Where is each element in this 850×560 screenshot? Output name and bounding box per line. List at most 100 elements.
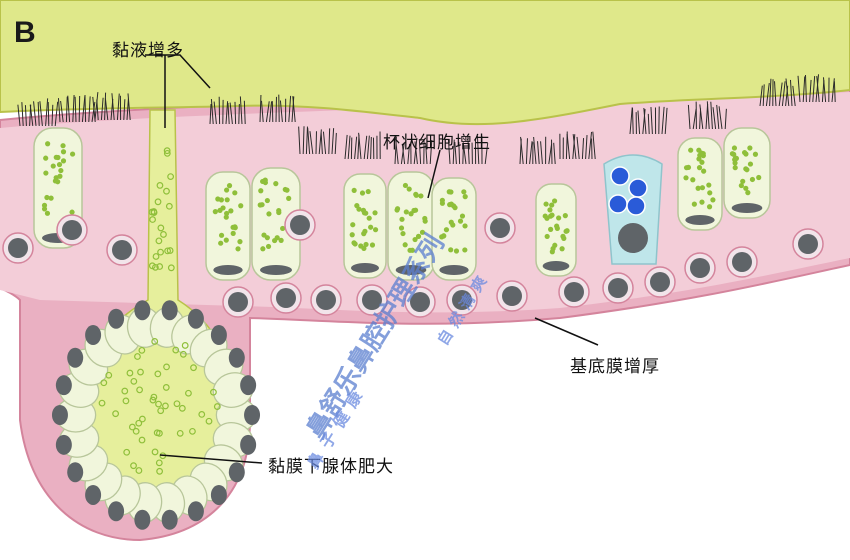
cilium bbox=[812, 76, 816, 103]
duct-granules bbox=[98, 147, 221, 475]
cilium bbox=[363, 135, 368, 160]
gland-cells bbox=[51, 300, 261, 530]
label-basement-thickening: 基底膜增厚 bbox=[570, 357, 660, 377]
duct-granule bbox=[149, 396, 157, 404]
duct-granule bbox=[156, 263, 164, 270]
gland-nucleus bbox=[161, 509, 178, 530]
cilium bbox=[712, 107, 717, 130]
mucin-granule bbox=[394, 207, 400, 213]
cilium bbox=[778, 82, 783, 107]
mucin-granule bbox=[361, 245, 367, 251]
mucin-granule bbox=[462, 247, 468, 253]
mucin-granule bbox=[258, 188, 264, 194]
mucin-granule bbox=[232, 190, 238, 196]
cilium bbox=[366, 135, 370, 160]
cilium bbox=[815, 74, 820, 103]
cilium bbox=[647, 113, 650, 135]
cilium bbox=[37, 101, 40, 127]
mucin-granule bbox=[556, 215, 562, 221]
cilium bbox=[572, 134, 577, 160]
cilium bbox=[809, 79, 812, 103]
mucin-granule bbox=[459, 213, 466, 219]
cell-nucleus bbox=[502, 286, 522, 306]
cilium bbox=[822, 77, 827, 103]
cilium bbox=[322, 131, 327, 155]
mucin-granule bbox=[457, 218, 464, 224]
duct-granule bbox=[152, 253, 160, 260]
cilium bbox=[724, 108, 727, 130]
mucin-granule bbox=[60, 149, 67, 155]
duct-granule bbox=[164, 247, 172, 255]
cilium bbox=[288, 95, 292, 123]
cilium bbox=[533, 136, 537, 165]
duct-granule bbox=[138, 436, 146, 444]
gland-nucleus bbox=[228, 347, 245, 368]
mucin-granule bbox=[286, 195, 292, 201]
mucin-granule bbox=[542, 213, 548, 219]
mucin-granule bbox=[422, 215, 428, 222]
cilium bbox=[520, 136, 524, 165]
duct-granule bbox=[157, 407, 165, 415]
mucin-granule bbox=[413, 192, 419, 198]
gland-nucleus bbox=[244, 405, 261, 425]
cell-nucleus bbox=[685, 215, 715, 225]
duct-granule bbox=[156, 182, 164, 189]
cilium bbox=[81, 96, 86, 123]
goblet-cell bbox=[343, 173, 387, 279]
mucin-granule bbox=[402, 182, 409, 189]
cell-nucleus bbox=[410, 292, 430, 312]
duct-granule bbox=[105, 371, 113, 379]
gland-nucleus bbox=[187, 501, 204, 522]
cell-nucleus bbox=[732, 252, 752, 272]
cilium bbox=[401, 143, 406, 165]
mucin-granule bbox=[562, 213, 568, 219]
duct-granule bbox=[198, 411, 206, 418]
cilium bbox=[21, 102, 24, 127]
duct-granule bbox=[155, 237, 163, 245]
mucin-granule bbox=[407, 247, 413, 253]
cilium bbox=[302, 126, 305, 155]
cilium bbox=[47, 101, 50, 127]
cell-nucleus bbox=[798, 234, 818, 254]
gland-nucleus bbox=[187, 308, 204, 329]
mucin-granule bbox=[69, 151, 76, 157]
label-mucus-increase: 黏液增多 bbox=[112, 41, 184, 61]
cilium bbox=[452, 139, 455, 165]
cilium bbox=[39, 101, 43, 127]
cilium bbox=[279, 100, 283, 123]
cell-nucleus bbox=[213, 265, 243, 275]
duct-granule bbox=[126, 369, 134, 377]
mucin-granule bbox=[43, 170, 49, 176]
mucin-granule bbox=[48, 195, 54, 201]
cilium bbox=[765, 83, 770, 107]
cilium bbox=[331, 128, 335, 155]
mucin-granule bbox=[52, 178, 59, 184]
gland-nucleus bbox=[210, 484, 227, 505]
cilium bbox=[548, 143, 553, 165]
cilium bbox=[96, 99, 99, 121]
cilium bbox=[692, 108, 697, 130]
mucin-granule bbox=[43, 155, 49, 161]
cilium bbox=[458, 141, 461, 165]
mucin-granule bbox=[747, 161, 754, 167]
mucin-granule bbox=[406, 186, 412, 192]
mucin-granule bbox=[218, 197, 224, 203]
mucin-granule bbox=[701, 168, 707, 174]
cell-nucleus bbox=[362, 290, 382, 310]
duct-granule bbox=[100, 379, 108, 387]
cilium bbox=[462, 142, 467, 165]
mucin-granule bbox=[544, 233, 550, 240]
cilium bbox=[51, 104, 54, 127]
mucin-granule bbox=[559, 246, 565, 252]
mucin-granule bbox=[549, 202, 555, 208]
mucin-granule bbox=[212, 209, 218, 215]
mucin-granule bbox=[756, 174, 762, 181]
mucin-granule bbox=[369, 242, 376, 248]
mucin-granule bbox=[217, 207, 223, 213]
mucin-granule bbox=[441, 233, 447, 239]
duct-granule bbox=[152, 263, 159, 271]
mucin-granule bbox=[448, 247, 454, 253]
duct-granule bbox=[166, 247, 174, 254]
duct-granule bbox=[189, 427, 196, 435]
